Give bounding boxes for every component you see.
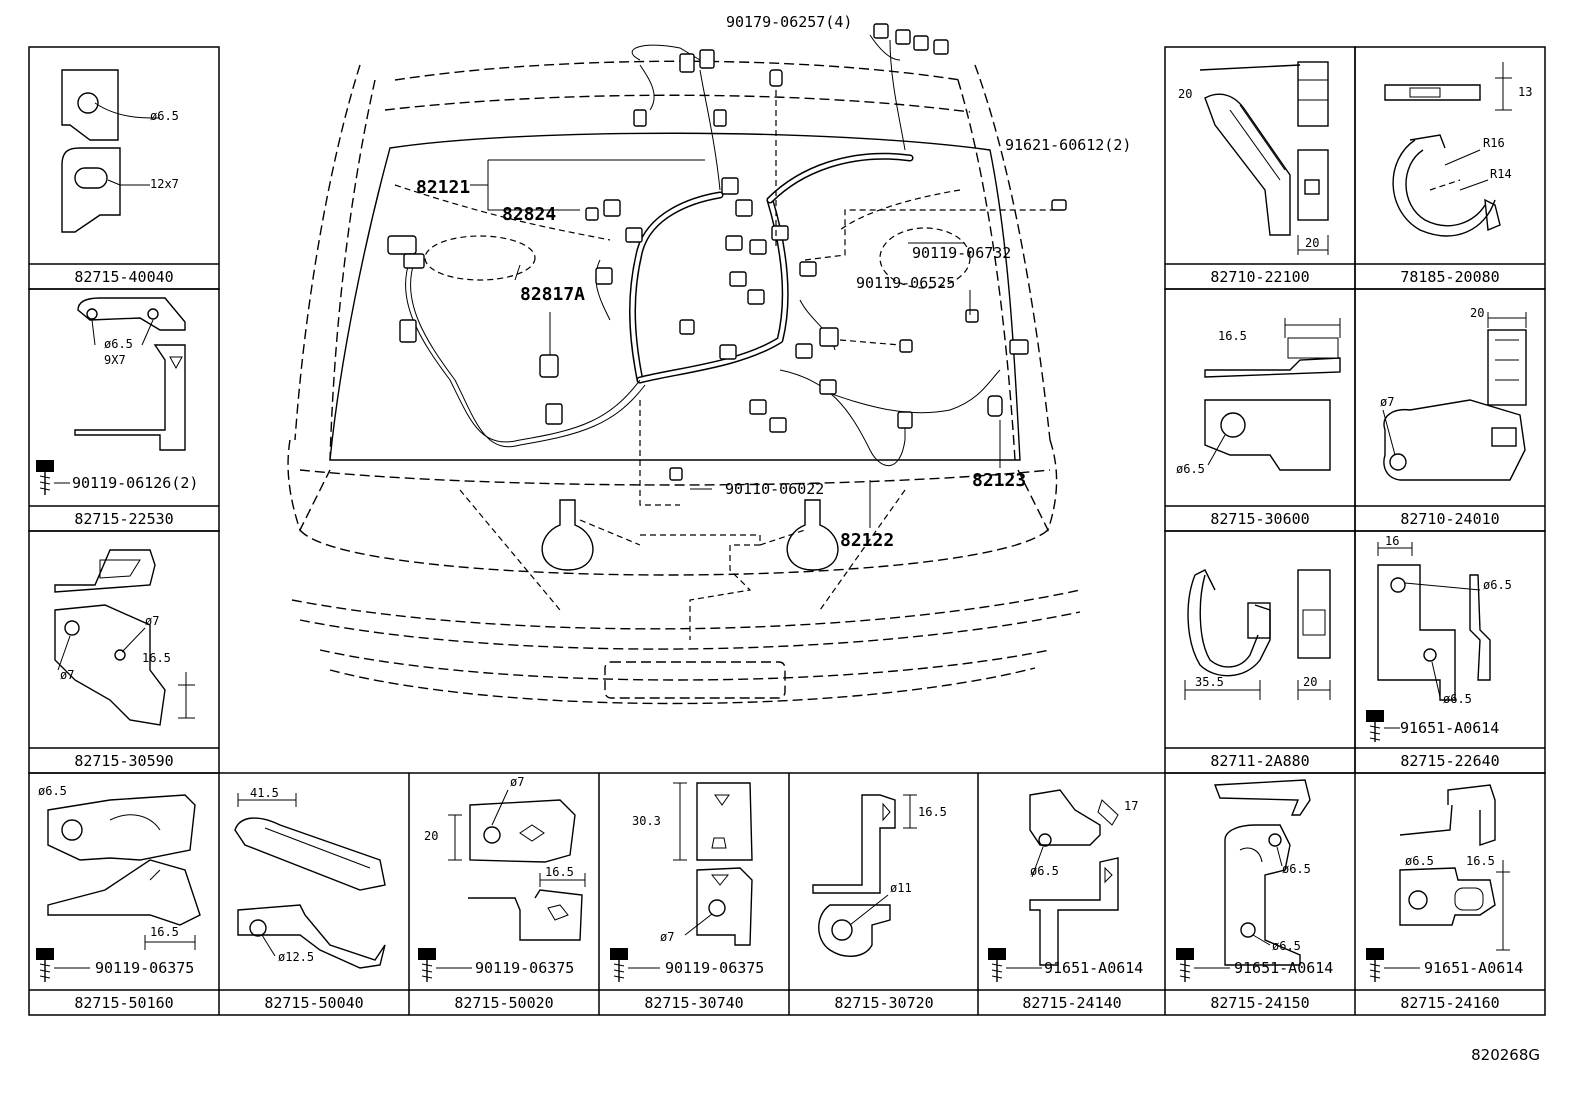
part-number: 78185-20080 (1400, 268, 1499, 286)
dimension-label: ø6.5 (1272, 939, 1301, 953)
callout-leaders (470, 90, 1055, 528)
dimension-label: ø12.5 (278, 950, 314, 964)
callout-labels: 90179-06257(4) 91621-60612(2) 82121 8282… (416, 13, 1131, 551)
bracket-sketch: 41.5 ø12.5 (234, 786, 386, 969)
callout-label: 90119-06732 (912, 244, 1011, 262)
callout-label: 91621-60612(2) (1005, 136, 1131, 154)
dimension-label: ø6.5 (1282, 862, 1311, 876)
bolt-label: 91651-A0614 (1234, 959, 1333, 977)
dimension-label: 30.3 (632, 814, 661, 828)
dimension-label: ø6.5 (1030, 864, 1059, 878)
part-number: 82715-30720 (834, 994, 933, 1012)
callout-label: 90179-06257(4) (726, 13, 852, 31)
bracket-sketch: 16 ø6.5 ø6.5 91651-A0614 (1366, 534, 1512, 742)
callout-label: 82121 (416, 177, 470, 198)
callout-label: 82122 (840, 530, 894, 551)
bolt-label: 91651-A0614 (1424, 959, 1523, 977)
dimension-label: ø7 (510, 775, 524, 789)
bolt-label: 90119-06126(2) (72, 474, 198, 492)
bolt-label: 90119-06375 (475, 959, 574, 977)
dimension-label: ø6.5 (150, 109, 179, 123)
bracket-sketch: 16.5 ø6.5 (1176, 318, 1341, 476)
dimension-label: ø7 (660, 930, 674, 944)
clamp-sketch: 20 ø7 (1380, 306, 1527, 481)
dimension-label: 16.5 (545, 865, 574, 879)
engine-wire-harness (387, 23, 1067, 481)
callout-label: 82817A (520, 284, 585, 305)
bolt-label: 90119-06375 (95, 959, 194, 977)
dimension-label: 9X7 (104, 353, 126, 367)
bracket-sketch: ø7 20 16.5 90119-06375 (418, 775, 586, 982)
dimension-label: ø11 (890, 881, 912, 895)
dimension-label: 16 (1385, 534, 1399, 548)
part-number: 82715-40040 (74, 268, 173, 286)
part-number: 82715-22530 (74, 510, 173, 528)
dimension-label: 20 (424, 829, 438, 843)
vehicle-outline (287, 60, 1081, 705)
dimension-label: 13 (1518, 85, 1532, 99)
callout-label: 82123 (972, 470, 1026, 491)
diagram-code: 820268G (1471, 1046, 1540, 1064)
callout-label: 90119-06525 (856, 274, 955, 292)
bracket-sketch: ø7 ø7 16.5 (54, 549, 195, 726)
dimension-label: 20 (1470, 306, 1484, 320)
part-captions: 82715-40040 82715-22530 82715-30590 8271… (74, 268, 1499, 1012)
dimension-label: 16.5 (918, 805, 947, 819)
bolt-label: 90119-06375 (665, 959, 764, 977)
dimension-label: 41.5 (250, 786, 279, 800)
part-number: 82715-24160 (1400, 994, 1499, 1012)
bracket-sketch: 16.5 ø11 (812, 794, 947, 957)
part-number: 82715-22640 (1400, 752, 1499, 770)
part-number: 82715-50020 (454, 994, 553, 1012)
clip-sketch: 35.5 20 (1184, 569, 1331, 700)
bracket-sketch: ø6.5 12x7 (61, 69, 179, 233)
dimension-label: ø6.5 (1443, 692, 1472, 706)
dimension-label: ø6.5 (104, 337, 133, 351)
dimension-label: 12x7 (150, 177, 179, 191)
part-number: 82715-50160 (74, 994, 173, 1012)
part-number: 82715-24140 (1022, 994, 1121, 1012)
callout-label: 82824 (502, 204, 556, 225)
part-number: 82715-30740 (644, 994, 743, 1012)
dimension-label: 35.5 (1195, 675, 1224, 689)
dimension-label: 20 (1303, 675, 1317, 689)
dimension-label: ø7 (60, 668, 74, 682)
clip-sketch: 13 R16 R14 (1384, 62, 1532, 237)
bracket-sketch: 30.3 ø7 90119-06375 (610, 782, 764, 982)
dimension-label: ø6.5 (38, 784, 67, 798)
bracket-sketch: ø6.5 16.5 90119-06375 (36, 784, 201, 982)
bolt-label: 91651-A0614 (1044, 959, 1143, 977)
dimension-label: 16.5 (1466, 854, 1495, 868)
clamp-sketch: 20 20 (1178, 61, 1329, 255)
callout-label: 90110-06022 (725, 480, 824, 498)
part-number: 82710-22100 (1210, 268, 1309, 286)
dimension-label: R16 (1483, 136, 1505, 150)
bolt-label: 91651-A0614 (1400, 719, 1499, 737)
dimension-label: R14 (1490, 167, 1512, 181)
dimension-label: ø6.5 (1483, 578, 1512, 592)
dimension-label: ø6.5 (1405, 854, 1434, 868)
dimension-label: 20 (1305, 236, 1319, 250)
dimension-label: 16.5 (150, 925, 179, 939)
dimension-label: ø6.5 (1176, 462, 1205, 476)
part-number: 82715-30600 (1210, 510, 1309, 528)
part-number: 82711-2A880 (1210, 752, 1309, 770)
dimension-label: 16.5 (1218, 329, 1247, 343)
part-number: 82715-50040 (264, 994, 363, 1012)
bracket-sketch: ø6.5 9X7 90119-06126(2) (36, 297, 198, 495)
part-number: 82715-24150 (1210, 994, 1309, 1012)
bracket-sketch: ø6.5 16.5 91651-A0614 (1366, 784, 1523, 982)
dimension-label: 16.5 (142, 651, 171, 665)
part-number: 82710-24010 (1400, 510, 1499, 528)
part-number: 82715-30590 (74, 752, 173, 770)
dimension-label: 20 (1178, 87, 1192, 101)
bracket-sketch: ø6.5 ø6.5 91651-A0614 (1176, 779, 1333, 982)
dimension-label: ø7 (1380, 395, 1394, 409)
dimension-label: 17 (1124, 799, 1138, 813)
parts-grid (28, 46, 1546, 1016)
bracket-sketch: 17 ø6.5 91651-A0614 (988, 789, 1143, 982)
dimension-label: ø7 (145, 614, 159, 628)
